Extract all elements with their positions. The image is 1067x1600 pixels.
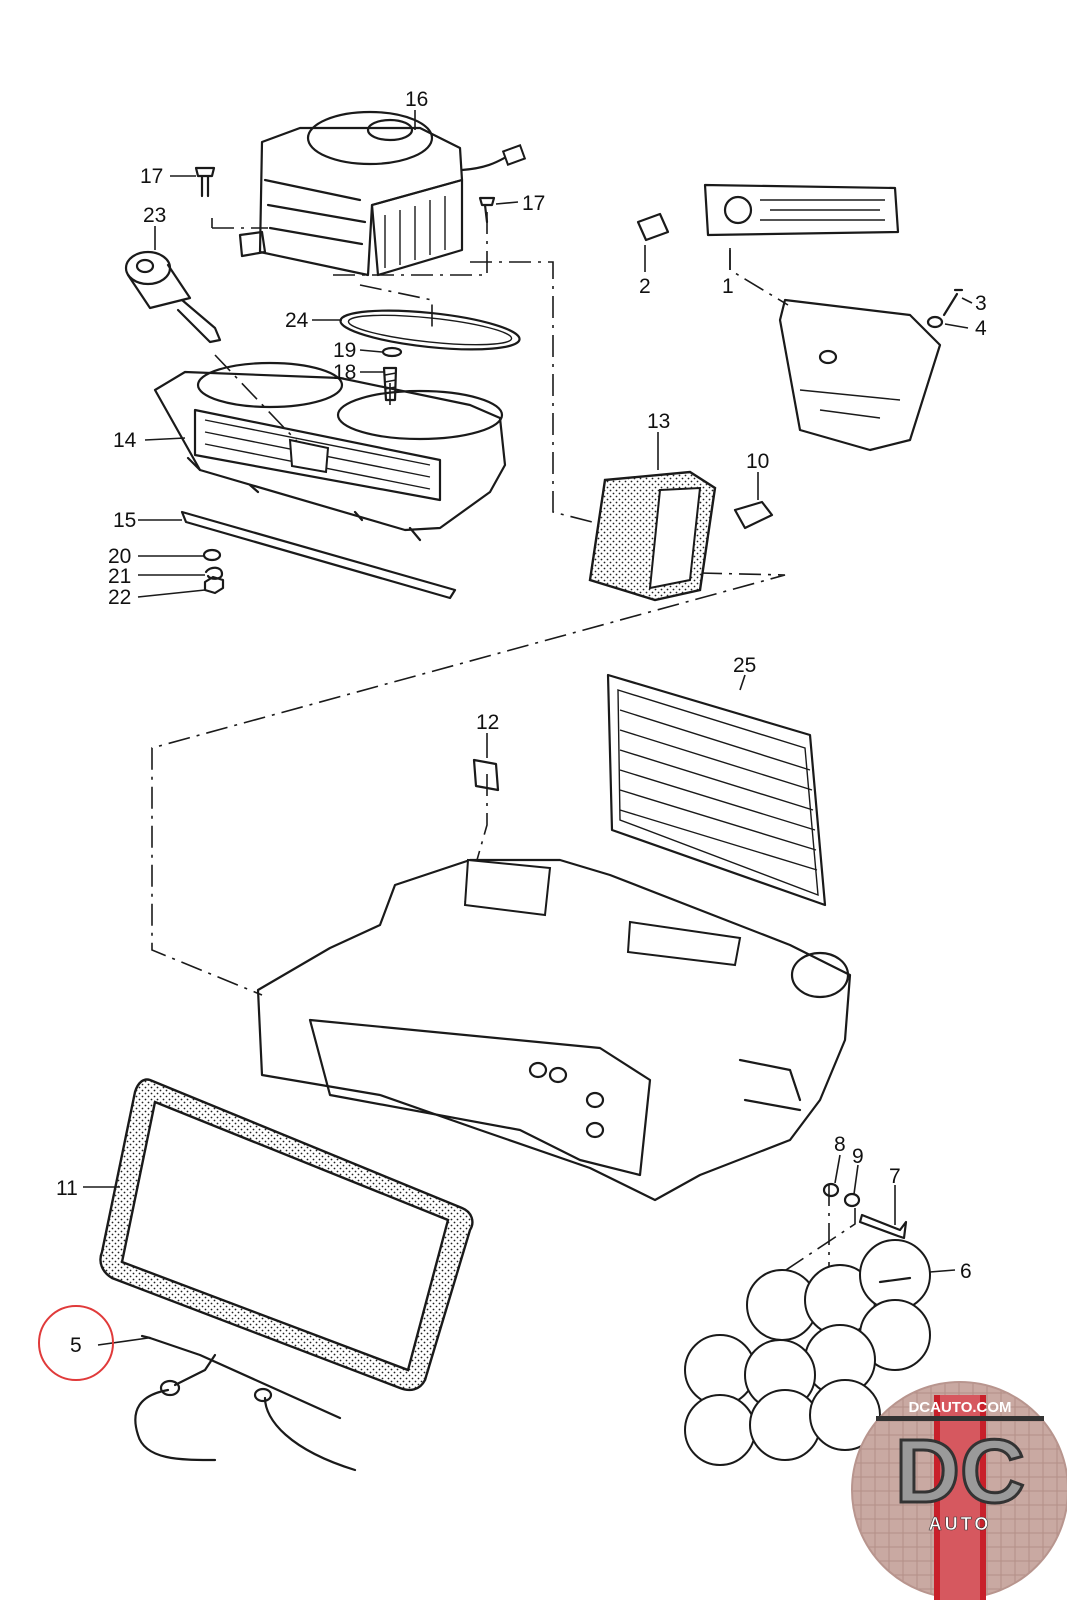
heater-box-part [256, 858, 852, 1202]
leader-lines [83, 110, 973, 1346]
label-22: 22 [108, 586, 131, 609]
label-9: 9 [852, 1145, 864, 1168]
label-8: 8 [834, 1133, 846, 1156]
filter-part [606, 673, 827, 907]
label-24: 24 [285, 309, 309, 332]
highlight-circle [38, 1305, 114, 1381]
label-21: 21 [108, 565, 131, 588]
label-18: 18 [333, 361, 356, 384]
duct-seal-part [588, 470, 717, 602]
label-17-right: 17 [522, 192, 545, 215]
label-1: 1 [722, 275, 734, 298]
logo-word: AUTO [929, 1514, 992, 1534]
blower-motor-part [238, 110, 527, 277]
label-17-left: 17 [140, 165, 163, 188]
label-5: 5 [70, 1334, 82, 1357]
strip-part [180, 510, 457, 600]
label-4: 4 [975, 317, 987, 340]
label-3: 3 [975, 292, 987, 315]
actuator-part [124, 250, 222, 344]
label-12: 12 [476, 711, 499, 734]
label-2: 2 [639, 275, 651, 298]
gasket-part [339, 309, 521, 402]
label-13: 13 [647, 410, 670, 433]
balls-part [684, 1239, 931, 1466]
screw-parts [194, 166, 496, 224]
cable-part [134, 1334, 357, 1472]
label-11: 11 [56, 1177, 78, 1200]
logo-monogram: DC [895, 1422, 1025, 1522]
label-10: 10 [746, 450, 769, 473]
callout-labels: 16 17 17 23 2 1 3 4 24 19 18 13 14 10 15… [56, 88, 987, 1357]
bolt-parts [822, 1182, 908, 1240]
label-7: 7 [889, 1165, 901, 1188]
label-20: 20 [108, 545, 131, 568]
label-14: 14 [113, 429, 137, 452]
label-15: 15 [113, 509, 136, 532]
seal-frame-part [99, 1078, 474, 1392]
label-16: 16 [405, 88, 428, 111]
clip-part [733, 500, 774, 530]
label-25: 25 [733, 654, 756, 677]
control-unit-part [636, 183, 964, 452]
dcauto-logo: DCAUTO.COM DC AUTO [851, 1381, 1067, 1600]
label-19: 19 [333, 339, 356, 362]
label-6: 6 [960, 1260, 972, 1283]
fan-housing-part [153, 361, 507, 542]
label-23: 23 [143, 204, 166, 227]
logo-site-text: DCAUTO.COM [908, 1399, 1011, 1416]
assembly-lines [151, 212, 856, 1361]
bracket-part [472, 758, 500, 792]
